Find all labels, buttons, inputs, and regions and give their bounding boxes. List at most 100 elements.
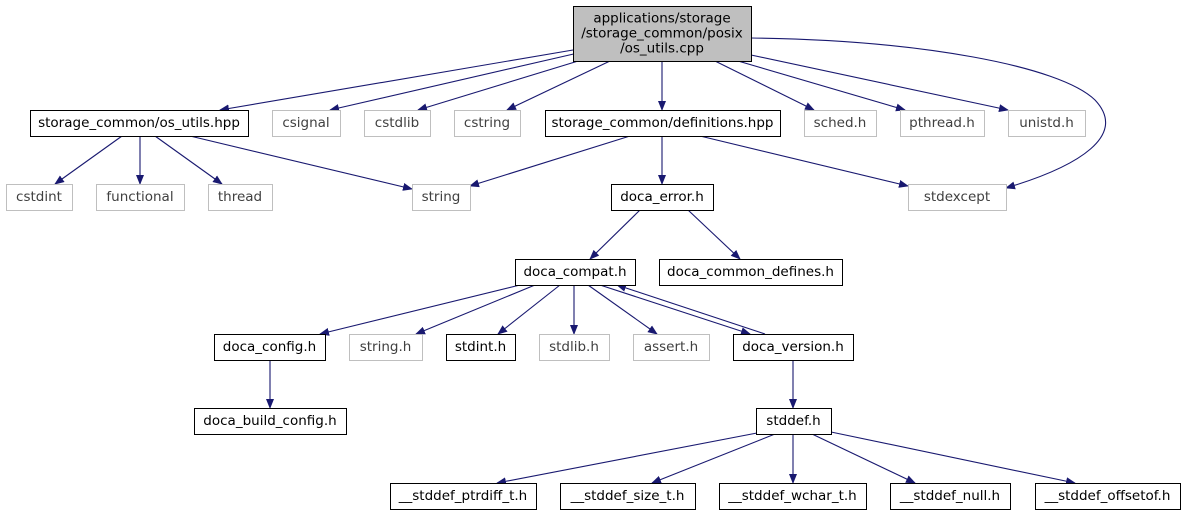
node-definitions-hpp[interactable]: storage_common/definitions.hpp [545,110,781,137]
node-label: __stddef_size_t.h [570,488,685,504]
node-size-t[interactable]: __stddef_size_t.h [560,483,696,510]
node-box [208,184,273,211]
node-cstdint: cstdint [6,184,73,211]
node-root[interactable]: applications/storage/storage_common/posi… [573,6,752,62]
node-box [214,334,326,361]
node-box [6,184,73,211]
node-box [900,110,985,137]
node-box [454,110,521,137]
node-assert-h: assert.h [633,334,710,361]
node-label: __stddef_null.h [899,488,1000,504]
node-os-utils-hpp[interactable]: storage_common/os_utils.hpp [30,110,249,137]
edge-doca-error-h-to-doca-compat-h [589,209,641,260]
edge-doca-version-h-to-doca-compat-h [616,284,766,335]
node-box [573,6,752,62]
node-label: cstdlib [375,115,419,131]
node-label: thread [218,189,262,205]
edge-root-to-csignal [329,52,579,112]
node-box [390,483,537,510]
node-wchar-t[interactable]: __stddef_wchar_t.h [719,483,867,510]
node-label: stdint.h [455,339,506,355]
node-box [733,334,854,361]
node-unistd-h: unistd.h [1008,110,1086,137]
edge-doca-compat-h-to-doca-version-h [599,284,751,336]
edge-doca-compat-h-to-string-h [415,284,536,335]
node-box [96,184,185,211]
node-label: functional [106,189,173,205]
node-label: pthread.h [909,115,975,131]
node-label: storage_common/os_utils.hpp [38,115,240,131]
node-label: doca_error.h [620,189,704,205]
edge-doca-compat-h-to-assert-h [587,284,658,335]
node-label: cstring [464,115,510,131]
node-doca-compat-h[interactable]: doca_compat.h [515,259,636,286]
node-doca-common-defines-h[interactable]: doca_common_defines.h [659,259,843,286]
node-box [560,483,696,510]
node-offsetof[interactable]: __stddef_offsetof.h [1035,483,1181,510]
edge-os-utils-hpp-to-string [189,135,413,191]
edge-definitions-hpp-to-string [469,135,631,188]
node-functional: functional [96,184,185,211]
edge-root-to-cstring [506,60,611,111]
node-label: __stddef_wchar_t.h [727,488,857,504]
node-box [272,110,341,137]
node-stddef-h[interactable]: stddef.h [756,408,832,435]
node-box [756,408,832,435]
node-csignal: csignal [272,110,341,137]
node-box [659,259,843,286]
node-pthread-h: pthread.h [900,110,985,137]
node-box [515,259,636,286]
node-label: applications/storage [593,11,730,27]
node-label: string [422,189,461,205]
edge-definitions-hpp-to-stdexcept [699,135,909,188]
edge-os-utils-hpp-to-cstdint [54,135,123,185]
node-doca-config-h[interactable]: doca_config.h [214,334,326,361]
node-stdint-h[interactable]: stdint.h [446,334,516,361]
node-label: doca_config.h [223,339,316,355]
node-box [890,483,1011,510]
node-doca-error-h[interactable]: doca_error.h [611,184,714,211]
node-label: doca_version.h [742,339,844,355]
node-label: stddef.h [766,413,820,429]
node-box [412,184,471,211]
node-label: doca_common_defines.h [667,264,834,280]
node-label: string.h [360,339,412,355]
node-label: doca_compat.h [523,264,626,280]
node-label: sched.h [814,115,867,131]
node-box [194,408,347,435]
node-doca-build-config-h[interactable]: doca_build_config.h [194,408,347,435]
node-label: unistd.h [1019,115,1074,131]
edge-root-to-pthread-h [737,60,906,112]
node-label: /os_utils.cpp [620,41,704,57]
node-doca-version-h[interactable]: doca_version.h [733,334,854,361]
edge-root-to-os-utils-hpp [219,49,574,113]
node-label: stdexcept [924,189,990,205]
node-string: string [412,184,471,211]
nodes-layer: applications/storage/storage_common/posi… [6,6,1181,510]
node-box [804,110,877,137]
node-box [539,334,610,361]
node-box [364,110,431,137]
node-box [1008,110,1086,137]
node-ptrdiff[interactable]: __stddef_ptrdiff_t.h [390,483,537,510]
node-stdexcept: stdexcept [908,184,1007,211]
edge-doca-compat-h-to-doca-config-h [319,284,521,336]
edge-doca-error-h-to-doca-common-defines-h [687,209,741,260]
edge-stddef-h-to-offsetof [830,431,1076,486]
node-null[interactable]: __stddef_null.h [890,483,1011,510]
node-label: stdlib.h [549,339,599,355]
node-label: __stddef_offsetof.h [1044,488,1171,504]
node-label: assert.h [644,339,698,355]
node-box [611,184,714,211]
edge-root-to-stdexcept [750,37,1107,190]
edge-stddef-h-to-size-t [651,433,776,484]
node-box [349,334,423,361]
node-label: doca_build_config.h [203,413,336,429]
node-box [633,334,710,361]
edge-stddef-h-to-ptrdiff [496,432,758,486]
node-box [545,110,781,137]
node-string-h: string.h [349,334,423,361]
node-box [719,483,867,510]
node-label: /storage_common/posix [581,26,743,42]
